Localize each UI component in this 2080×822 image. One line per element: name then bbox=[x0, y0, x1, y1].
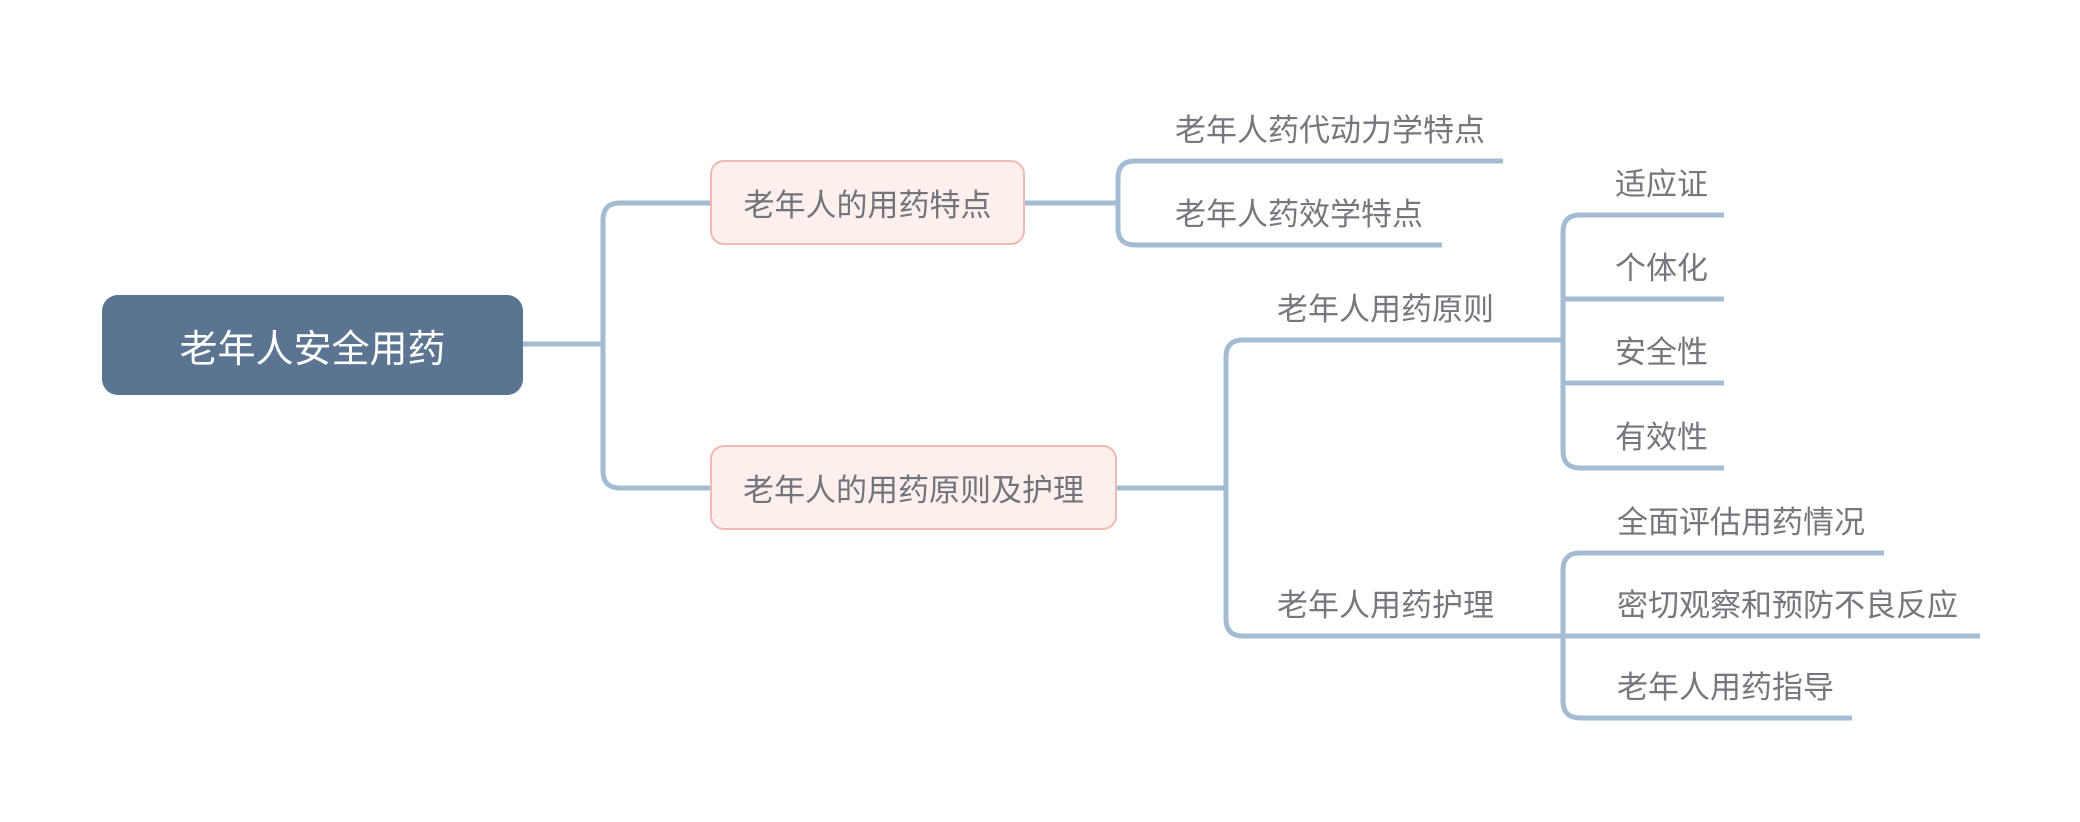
node-branch-principles-and-nursing[interactable]: 老年人的用药原则及护理 bbox=[710, 445, 1117, 530]
node-medication-principles[interactable]: 老年人用药原则 bbox=[1277, 292, 1494, 327]
trunk-nursing-children bbox=[1560, 550, 1884, 721]
node-branch-medication-characteristics[interactable]: 老年人的用药特点 bbox=[710, 160, 1025, 245]
node-root[interactable]: 老年人安全用药 bbox=[102, 295, 523, 395]
node-branch-label: 老年人的用药特点 bbox=[743, 188, 992, 223]
node-effectiveness[interactable]: 有效性 bbox=[1615, 420, 1708, 455]
node-branch-label: 老年人的用药原则及护理 bbox=[743, 473, 1084, 508]
node-indication[interactable]: 适应证 bbox=[1615, 167, 1708, 202]
node-safety[interactable]: 安全性 bbox=[1615, 335, 1708, 370]
node-individualization[interactable]: 个体化 bbox=[1615, 251, 1708, 286]
node-observe-prevent-adverse-reactions[interactable]: 密切观察和预防不良反应 bbox=[1617, 588, 1958, 623]
node-medication-nursing[interactable]: 老年人用药护理 bbox=[1277, 588, 1494, 623]
node-root-label: 老年人安全用药 bbox=[179, 328, 446, 371]
node-medication-guidance[interactable]: 老年人用药指导 bbox=[1617, 670, 1834, 705]
node-comprehensive-assessment[interactable]: 全面评估用药情况 bbox=[1617, 505, 1865, 540]
trunk-branch2-children bbox=[1223, 337, 1980, 639]
node-pharmacodynamics[interactable]: 老年人药效学特点 bbox=[1175, 197, 1423, 232]
trunk-branch1-children bbox=[1115, 158, 1503, 248]
trunk-root-branches bbox=[600, 200, 710, 491]
node-pharmacokinetics[interactable]: 老年人药代动力学特点 bbox=[1175, 113, 1485, 148]
trunk-principles-children bbox=[1560, 212, 1724, 471]
